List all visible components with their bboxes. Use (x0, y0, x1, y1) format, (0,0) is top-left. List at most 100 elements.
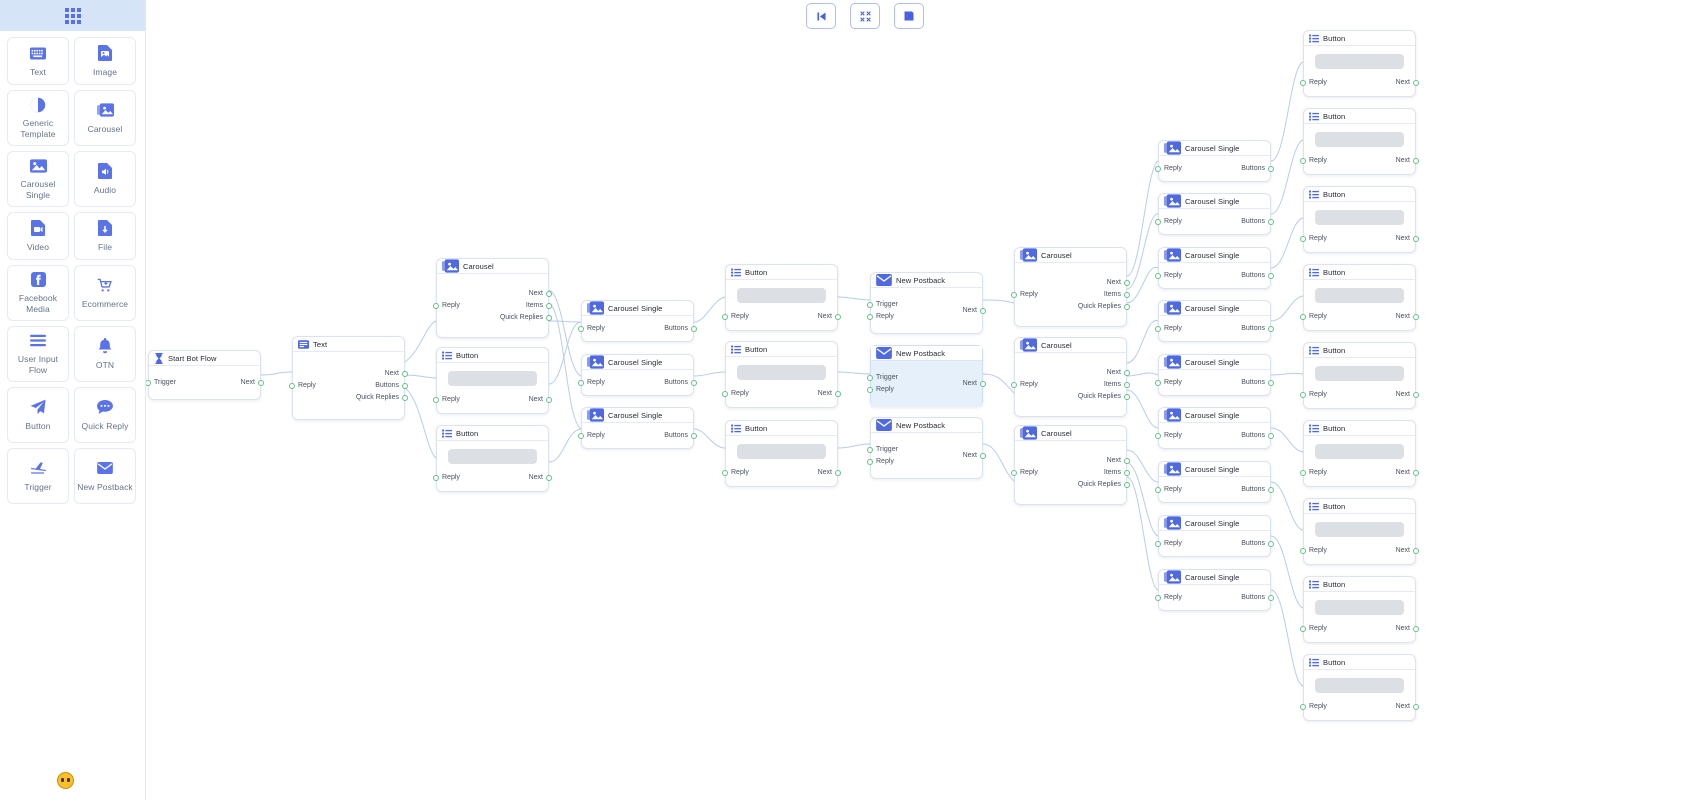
port-dot-icon[interactable] (402, 395, 408, 401)
port-dot-icon[interactable] (1155, 487, 1161, 493)
port-dot-icon[interactable] (402, 383, 408, 389)
palette-item-generic-template[interactable]: Generic Template (7, 90, 69, 146)
port-dot-icon[interactable] (1300, 158, 1306, 164)
palette-item-text[interactable]: Text (7, 37, 69, 85)
port-dot-icon[interactable] (1413, 392, 1419, 398)
port-dot-icon[interactable] (1155, 166, 1161, 172)
port-buttons[interactable]: Buttons (1241, 216, 1274, 228)
palette-item-new-postback[interactable]: New Postback (74, 448, 136, 504)
port-reply[interactable]: Reply (1300, 389, 1327, 401)
port-dot-icon[interactable] (1124, 458, 1130, 464)
port-dot-icon[interactable] (1268, 541, 1274, 547)
port-next[interactable]: Next (1396, 155, 1419, 167)
port-reply[interactable]: Reply (1155, 538, 1182, 550)
port-next[interactable]: Next (818, 388, 841, 400)
port-dot-icon[interactable] (1300, 80, 1306, 86)
port-dot-icon[interactable] (433, 397, 439, 403)
port-dot-icon[interactable] (722, 391, 728, 397)
palette-item-audio[interactable]: Audio (74, 151, 136, 207)
port-dot-icon[interactable] (1155, 380, 1161, 386)
port-dot-icon[interactable] (1268, 433, 1274, 439)
port-reply[interactable]: Reply (867, 384, 898, 396)
port-dot-icon[interactable] (1300, 314, 1306, 320)
port-dot-icon[interactable] (1124, 304, 1130, 310)
port-trigger[interactable]: Trigger (867, 444, 898, 456)
port-dot-icon[interactable] (1155, 595, 1161, 601)
port-dot-icon[interactable] (1124, 280, 1130, 286)
port-dot-icon[interactable] (1011, 292, 1017, 298)
node-header[interactable]: Carousel (437, 258, 548, 274)
port-dot-icon[interactable] (1155, 326, 1161, 332)
port-reply[interactable]: Reply (1155, 216, 1182, 228)
port-dot-icon[interactable] (867, 447, 873, 453)
port-buttons[interactable]: Buttons (1241, 323, 1274, 335)
port-next[interactable]: Next (1396, 623, 1419, 635)
port-next[interactable]: Next (529, 394, 552, 406)
port-dot-icon[interactable] (835, 391, 841, 397)
port-next[interactable]: Next (818, 467, 841, 479)
node-header[interactable]: Carousel Single (1159, 569, 1270, 585)
port-next[interactable]: Next (1396, 701, 1419, 713)
port-quick-replies[interactable]: Quick Replies (500, 312, 552, 324)
port-reply[interactable]: Reply (867, 456, 898, 468)
port-reply[interactable]: Reply (1300, 233, 1327, 245)
port-dot-icon[interactable] (1268, 595, 1274, 601)
port-reply[interactable]: Reply (433, 472, 460, 484)
port-dot-icon[interactable] (402, 371, 408, 377)
port-dot-icon[interactable] (867, 302, 873, 308)
node-header[interactable]: Carousel Single (1159, 407, 1270, 423)
port-dot-icon[interactable] (546, 475, 552, 481)
port-dot-icon[interactable] (835, 314, 841, 320)
port-buttons[interactable]: Buttons (664, 377, 697, 389)
palette-item-video[interactable]: Video (7, 212, 69, 260)
port-next[interactable]: Next (1396, 311, 1419, 323)
port-quick-replies[interactable]: Quick Replies (356, 392, 408, 404)
port-buttons[interactable]: Buttons (1241, 484, 1274, 496)
port-reply[interactable]: Reply (1155, 377, 1182, 389)
port-dot-icon[interactable] (691, 433, 697, 439)
port-reply[interactable]: Reply (1155, 592, 1182, 604)
port-dot-icon[interactable] (289, 383, 295, 389)
port-next[interactable]: Next (1078, 367, 1130, 379)
port-dot-icon[interactable] (1300, 236, 1306, 242)
port-reply[interactable]: Reply (1155, 163, 1182, 175)
node-header[interactable]: Carousel Single (1159, 515, 1270, 531)
port-reply[interactable]: Reply (1300, 155, 1327, 167)
node-header[interactable]: Start Bot Flow (149, 351, 260, 366)
port-dot-icon[interactable] (867, 387, 873, 393)
port-next[interactable]: Next (356, 368, 408, 380)
port-dot-icon[interactable] (546, 291, 552, 297)
node-header[interactable]: Button (1304, 187, 1415, 202)
port-items[interactable]: Items (1078, 379, 1130, 391)
port-dot-icon[interactable] (1268, 273, 1274, 279)
port-dot-icon[interactable] (1413, 314, 1419, 320)
port-reply[interactable]: Reply (722, 388, 749, 400)
node-header[interactable]: Button (1304, 421, 1415, 436)
port-buttons[interactable]: Buttons (1241, 592, 1274, 604)
port-reply[interactable]: Reply (722, 467, 749, 479)
port-reply[interactable]: Reply (578, 430, 605, 442)
node-header[interactable]: Carousel Single (1159, 193, 1270, 209)
port-dot-icon[interactable] (722, 314, 728, 320)
port-dot-icon[interactable] (1124, 370, 1130, 376)
fit-to-screen-button[interactable] (850, 3, 880, 29)
port-dot-icon[interactable] (835, 470, 841, 476)
port-next[interactable]: Next (1396, 467, 1419, 479)
